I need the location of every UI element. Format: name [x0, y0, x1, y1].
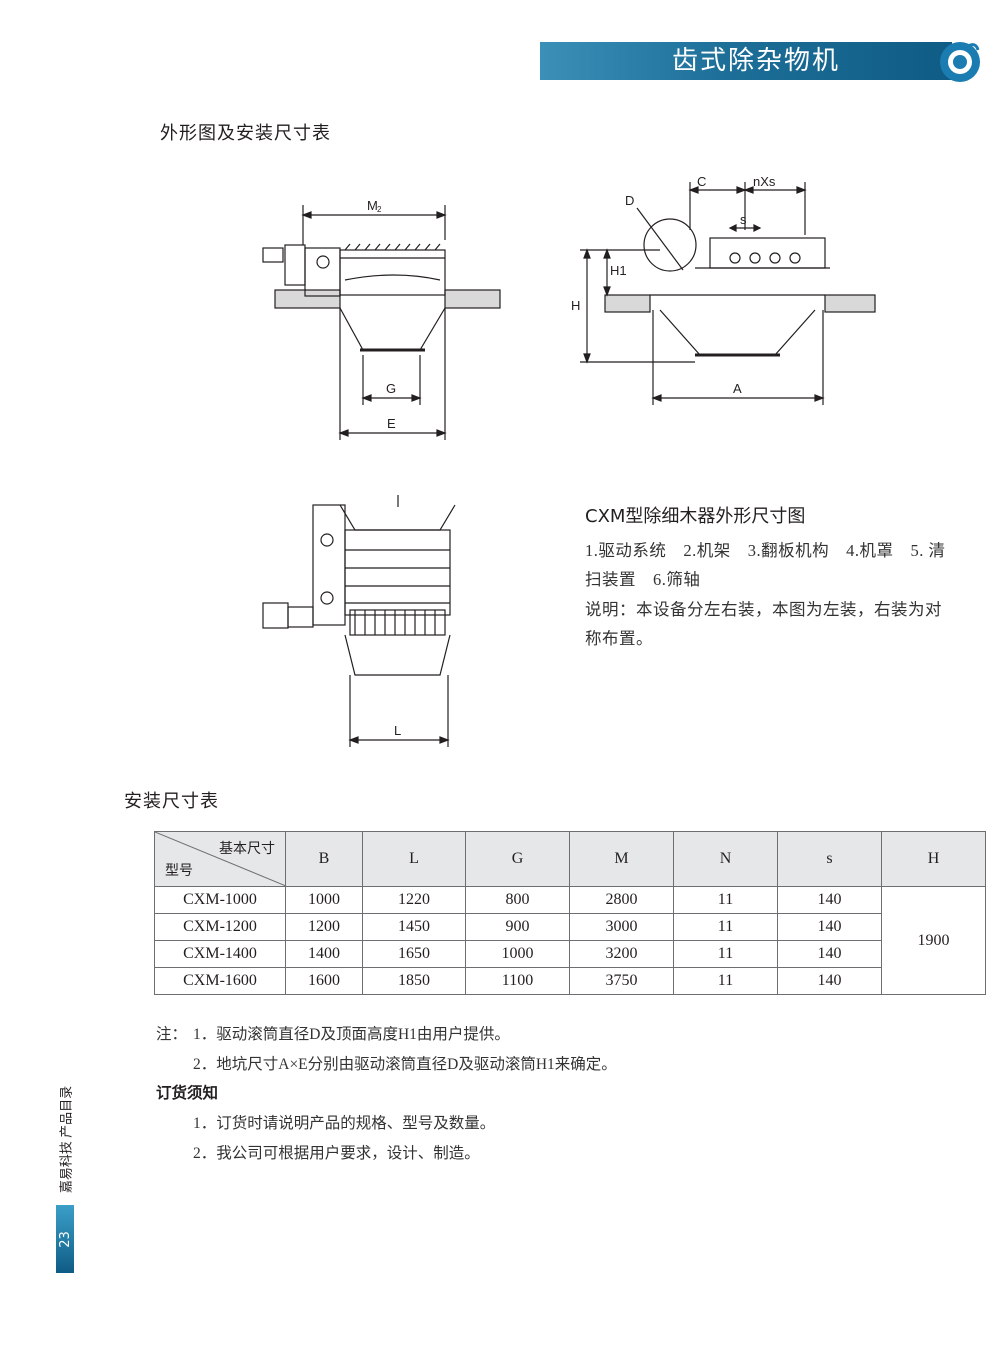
table-cell: 3750 — [569, 967, 674, 995]
dim-label-h1: H1 — [610, 263, 627, 278]
table-cell: 1000 — [285, 886, 363, 914]
table-cell: 140 — [777, 940, 882, 968]
corner-label-bottom: 型号 — [165, 864, 193, 879]
top-view-drawing: L — [262, 495, 456, 747]
table-row: CXM-1000 1000 1220 800 2800 11 140 1900 — [154, 886, 986, 995]
front-view-drawing: M 2 G E — [262, 198, 501, 440]
figure-caption-line3: 说明：本设备分左右装，本图为左装，右装为对 — [585, 600, 942, 619]
column-header: L — [362, 831, 466, 887]
table-row: CXM-1400 1400 1650 1000 3200 11 140 — [154, 940, 986, 968]
figure-caption-title: CXM型除细木器外形尺寸图 — [585, 506, 806, 527]
diagonal-divider — [155, 832, 286, 886]
order-item-1: 1．订货时请说明产品的规格、型号及数量。 — [193, 1115, 496, 1132]
dimensions-table: 基本尺寸 型号 B L G M N s H CXM-1000 1000 1220… — [154, 831, 986, 995]
side-view-drawing: C nXs s D H1 H A — [571, 174, 876, 405]
figure-caption-line4: 称布置。 — [585, 629, 653, 648]
table-cell: CXM-1600 — [154, 967, 286, 995]
column-header: B — [285, 831, 363, 887]
drawing-heading: 外形图及安装尺寸表 — [160, 123, 331, 144]
dim-label-c: C — [697, 174, 706, 189]
side-catalog-text: 嘉易科技 产品目录 — [58, 1085, 74, 1194]
table-cell: 1100 — [465, 967, 570, 995]
column-header: G — [465, 831, 570, 887]
order-heading: 订货须知 — [156, 1084, 219, 1102]
table-cell: 1600 — [285, 967, 363, 995]
table-cell: 11 — [673, 886, 778, 914]
dim-label-m2-sub: 2 — [377, 205, 382, 214]
table-cell: 11 — [673, 967, 778, 995]
table-cell: CXM-1000 — [154, 886, 286, 914]
dim-label-a: A — [733, 381, 742, 396]
table-cell: 11 — [673, 940, 778, 968]
dim-label-nxs: nXs — [753, 174, 776, 189]
column-header: s — [777, 831, 882, 887]
table-cell: 1200 — [285, 913, 363, 941]
dim-label-m2: M — [367, 198, 378, 213]
dim-label-g: G — [386, 381, 396, 396]
table-cell-h: 1900 — [881, 886, 986, 995]
dim-label-l: L — [394, 723, 401, 738]
table-cell: 800 — [465, 886, 570, 914]
note-item-2: 2．地坑尺寸A×E分别由驱动滚筒直径D及驱动滚筒H1来确定。 — [193, 1056, 617, 1073]
table-row: CXM-1200 1200 1450 900 3000 11 140 — [154, 913, 986, 941]
table-cell: 140 — [777, 886, 882, 914]
page-number-text: 23 — [57, 1230, 73, 1248]
brand-logo-icon — [940, 42, 980, 82]
table-cell: 900 — [465, 913, 570, 941]
table-cell: 1650 — [362, 940, 466, 968]
table-cell: CXM-1200 — [154, 913, 286, 941]
table-cell: 140 — [777, 913, 882, 941]
corner-label-top: 基本尺寸 — [219, 842, 275, 857]
side-catalog-label: 嘉易科技 产品目录 — [40, 1080, 90, 1200]
table-cell: CXM-1400 — [154, 940, 286, 968]
header-banner: 齿式除杂物机 — [540, 42, 952, 80]
table-cell: 3000 — [569, 913, 674, 941]
dim-label-s: s — [740, 212, 747, 227]
table-cell: 1220 — [362, 886, 466, 914]
table-cell: 1400 — [285, 940, 363, 968]
table-row: CXM-1600 1600 1850 1100 3750 11 140 — [154, 967, 986, 995]
figure-caption-line2: 扫装置 6.筛轴 — [585, 570, 701, 589]
table-cell: 3200 — [569, 940, 674, 968]
table-cell: 1450 — [362, 913, 466, 941]
dim-label-e: E — [387, 416, 396, 431]
table-cell: 2800 — [569, 886, 674, 914]
table-cell: 1000 — [465, 940, 570, 968]
column-header: H — [881, 831, 986, 887]
table-corner-cell: 基本尺寸 型号 — [154, 831, 286, 887]
order-item-2: 2．我公司可根据用户要求，设计、制造。 — [193, 1145, 480, 1162]
table-heading: 安装尺寸表 — [124, 791, 219, 812]
column-header: M — [569, 831, 674, 887]
page-number: 23 — [56, 1205, 74, 1273]
table-cell: 11 — [673, 913, 778, 941]
dim-label-h: H — [571, 298, 580, 313]
table-cell: 140 — [777, 967, 882, 995]
dim-label-d: D — [625, 193, 634, 208]
table-cell: 1850 — [362, 967, 466, 995]
page-number-tab — [56, 1205, 74, 1273]
figure-caption-line1: 1.驱动系统 2.机架 3.翻板机构 4.机罩 5. 清 — [585, 541, 946, 560]
page-title: 齿式除杂物机 — [671, 46, 840, 76]
notes-prefix: 注： — [156, 1026, 188, 1043]
note-item-1: 1．驱动滚筒直径D及顶面高度H1由用户提供。 — [193, 1026, 510, 1043]
column-header: N — [673, 831, 778, 887]
